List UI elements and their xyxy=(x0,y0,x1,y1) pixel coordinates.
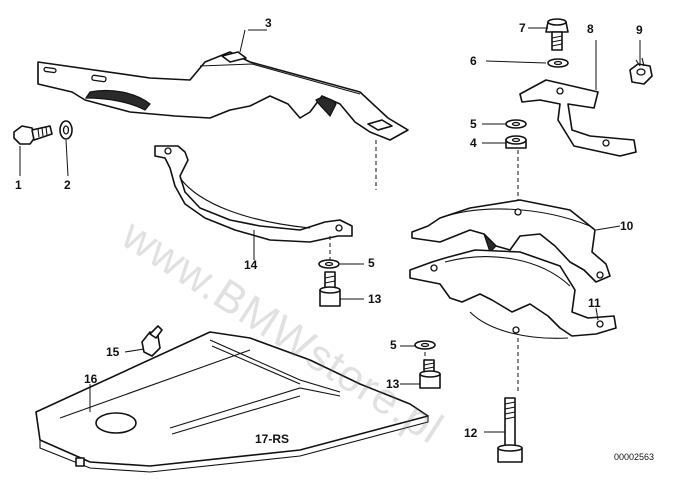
callout-6: 6 xyxy=(470,54,477,68)
washer-part-6 xyxy=(547,58,569,68)
washer-part-5-middle xyxy=(318,259,340,269)
callout-11: 11 xyxy=(588,296,601,310)
cradle-part-10 xyxy=(411,199,611,283)
callout-10: 10 xyxy=(620,219,634,233)
bolt-part-7 xyxy=(545,18,569,51)
bolt-part-12 xyxy=(497,397,523,463)
callout-16: 16 xyxy=(84,372,98,386)
callout-3: 3 xyxy=(265,16,272,30)
callout-14: 14 xyxy=(244,258,258,272)
callout-13-lower: 13 xyxy=(386,377,400,391)
plate-part-16 xyxy=(35,331,429,473)
callout-12: 12 xyxy=(464,426,478,440)
bracket-part-3 xyxy=(37,51,409,141)
leader-lines xyxy=(19,27,641,433)
washer-part-2 xyxy=(59,120,73,140)
nut-part-9 xyxy=(629,57,653,85)
cradle-part-11 xyxy=(409,249,617,339)
callout-5-lower: 5 xyxy=(390,338,397,352)
callout-2: 2 xyxy=(64,178,71,192)
callout-7: 7 xyxy=(519,21,526,35)
washer-part-5-lower xyxy=(414,340,436,350)
bolt-part-13-middle xyxy=(319,271,341,307)
callout-9: 9 xyxy=(636,23,643,37)
callout-5-upper: 5 xyxy=(470,117,477,131)
strap-part-14 xyxy=(154,145,353,243)
washer-part-5-upper xyxy=(505,119,527,129)
diagram-reference-number: 00002563 xyxy=(614,452,655,462)
bracket-part-8 xyxy=(519,79,637,157)
callout-17-rs: 17-RS xyxy=(255,432,290,446)
bolt-part-1 xyxy=(13,125,53,145)
callout-4: 4 xyxy=(470,136,477,150)
callout-8: 8 xyxy=(587,22,594,36)
callout-13-middle: 13 xyxy=(368,292,382,306)
nut-part-4 xyxy=(505,135,527,149)
bolt-part-13-lower xyxy=(419,359,441,389)
callout-5-middle: 5 xyxy=(368,256,375,270)
callout-1: 1 xyxy=(15,178,22,192)
screw-part-15 xyxy=(141,325,163,357)
callout-15: 15 xyxy=(106,345,120,359)
